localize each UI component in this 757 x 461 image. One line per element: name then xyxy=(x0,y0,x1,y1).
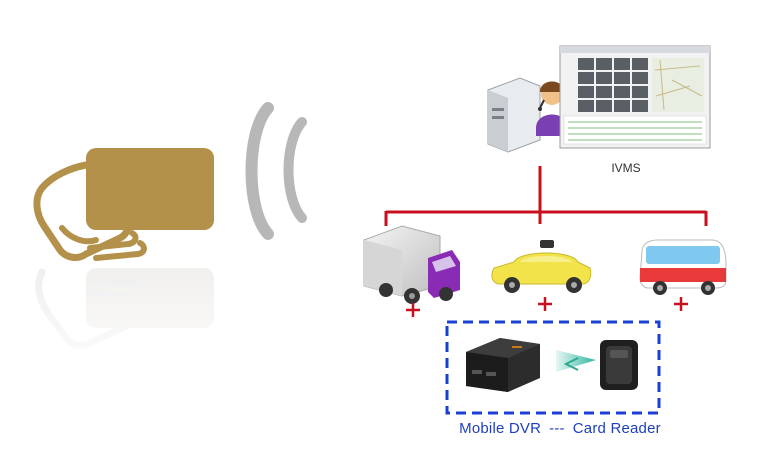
card-reader-icon xyxy=(600,340,638,390)
caption-left: Mobile DVR xyxy=(459,420,542,437)
plus-icon xyxy=(406,297,688,317)
monitor-screen-icon xyxy=(559,45,711,149)
dvr-reader-box xyxy=(445,320,661,415)
dvr-device-icon xyxy=(466,338,540,392)
truck-icon xyxy=(363,225,460,304)
server-operator-icon xyxy=(487,77,568,153)
caption-separator: --- xyxy=(549,420,565,437)
hand-card-reflection xyxy=(20,262,240,382)
caption-right: Card Reader xyxy=(572,420,661,437)
taxi-icon xyxy=(491,240,592,293)
dvr-reader-caption: Mobile DVR --- Card Reader xyxy=(420,420,700,437)
signal-beam-icon xyxy=(556,350,596,372)
network-connector xyxy=(384,166,708,226)
wireless-wave-icon xyxy=(245,102,307,240)
hand-card-icon xyxy=(33,148,214,261)
ivms-label: IVMS xyxy=(611,161,641,175)
bus-icon xyxy=(639,239,727,295)
